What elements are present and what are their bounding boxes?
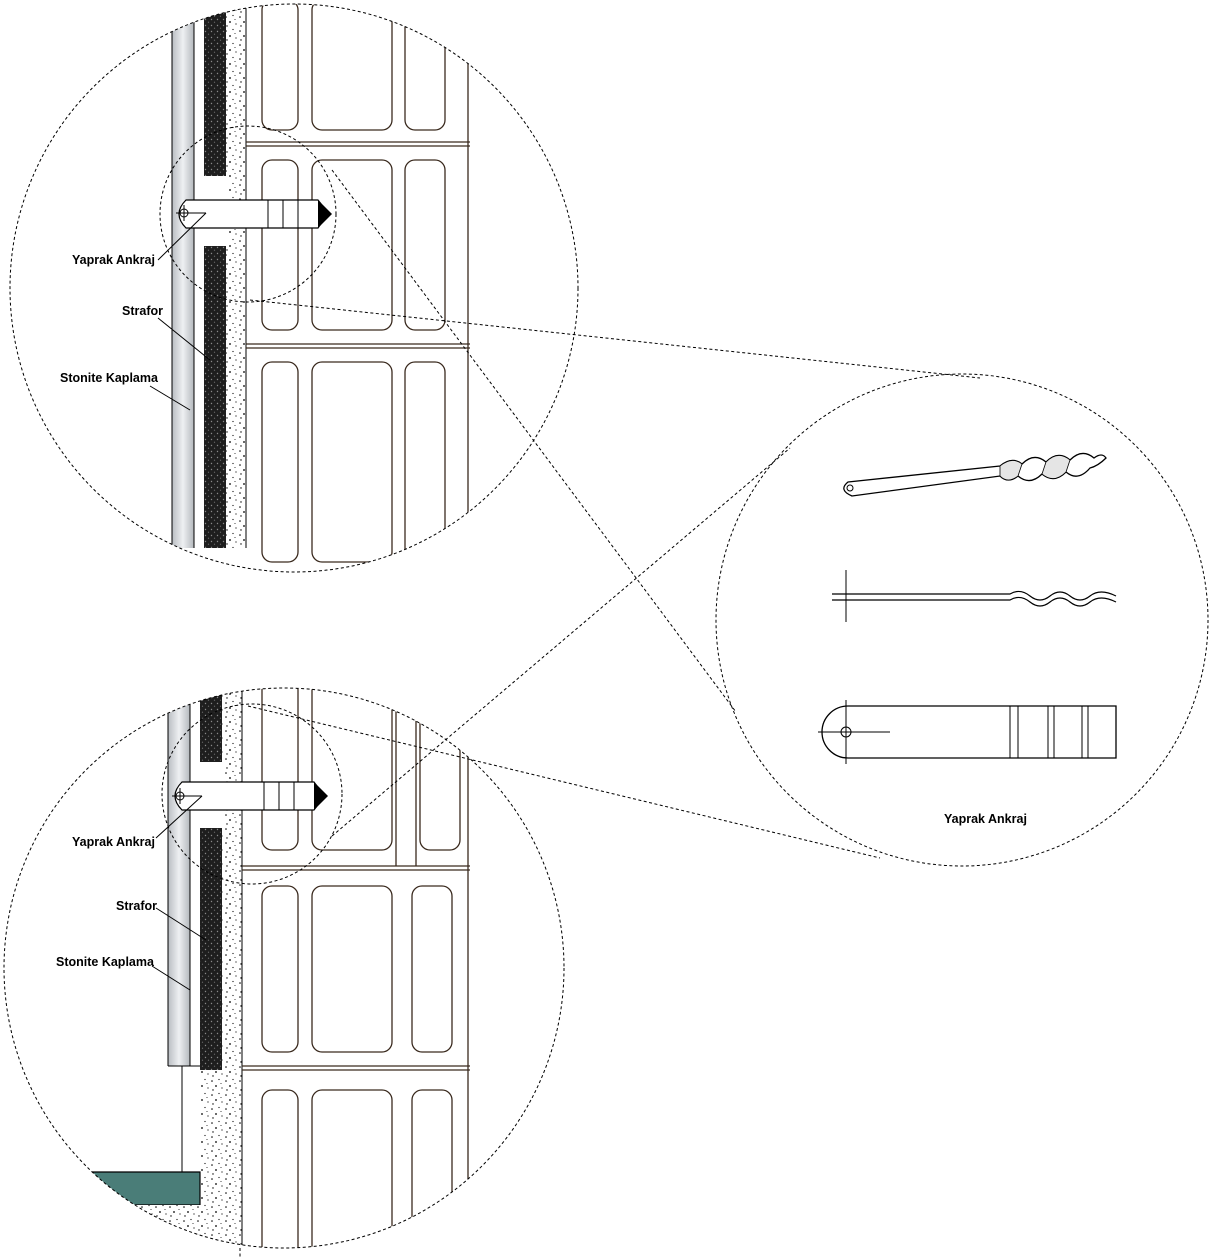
bottom-slab xyxy=(39,1171,201,1206)
top-anchor-shape xyxy=(176,176,332,246)
top-detail-circle xyxy=(9,3,579,573)
top-anchor-label: Yaprak Ankraj xyxy=(72,253,155,267)
top-brick-wall xyxy=(246,4,470,563)
bottom-anchor-label: Yaprak Ankraj xyxy=(72,835,155,849)
zoom-connector-lines xyxy=(247,169,981,859)
bottom-anchor-zoom-circle xyxy=(161,703,343,885)
top-cladding-label: Stonite Kaplama xyxy=(60,371,159,385)
bottom-detail-circle xyxy=(3,687,565,1249)
top-insulation-label: Strafor xyxy=(122,304,163,318)
bottom-cladding-label: Stonite Kaplama xyxy=(56,955,155,969)
anchor-side-view xyxy=(832,570,1117,622)
bottom-cladding-layer xyxy=(168,688,190,1066)
detail-caption: Yaprak Ankraj xyxy=(944,812,1027,826)
top-insulation-layer xyxy=(204,4,226,548)
anchor-detail-circle xyxy=(715,373,1209,867)
anchor-perspective-view xyxy=(843,452,1107,497)
bottom-plaster-layer xyxy=(222,688,242,1248)
bottom-anchor-shape xyxy=(172,762,328,828)
top-plaster-layer xyxy=(226,4,246,548)
top-section-view xyxy=(149,4,470,563)
bottom-insulation-label: Strafor xyxy=(116,899,157,913)
bottom-brick-wall xyxy=(242,688,470,1248)
top-cladding-layer xyxy=(172,4,194,548)
top-anchor-zoom-circle xyxy=(159,125,337,303)
anchor-plan-view xyxy=(818,700,1117,764)
bottom-insulation-layer xyxy=(200,688,222,1070)
